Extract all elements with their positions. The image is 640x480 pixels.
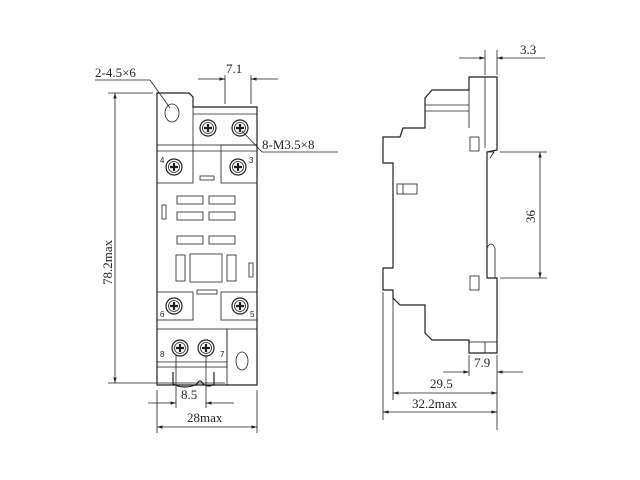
screw-callout: 8-M3.5×8: [262, 137, 314, 152]
height-dim: 78.2max: [100, 239, 115, 285]
side-view: 3.3 36 7.9 29.5 32.2max: [382, 42, 547, 430]
rail-height-dim: 36: [523, 210, 538, 224]
width-dim: 28max: [187, 410, 223, 425]
pitch-bottom-dim: 8.5: [181, 387, 197, 402]
depth-dim: 29.5: [430, 376, 453, 391]
terminal-6: 6: [160, 310, 165, 319]
depth-max-dim: 32.2max: [412, 396, 458, 411]
front-view: 4 3 6 5 8 7 2-4.5×6 8-M3.5×8 7.1 78.2max…: [95, 61, 338, 433]
terminal-8: 8: [160, 350, 165, 359]
terminal-4: 4: [160, 156, 165, 165]
pitch-top-dim: 7.1: [226, 61, 242, 76]
terminal-5: 5: [250, 310, 255, 319]
hole-callout: 2-4.5×6: [95, 65, 136, 80]
rail-lip-dim: 3.3: [520, 42, 536, 57]
mounting-hole-top: [164, 103, 180, 123]
contact-slots: [161, 195, 254, 283]
terminal-3: 3: [249, 156, 254, 165]
foot-dim: 7.9: [474, 355, 490, 370]
mounting-hole-bottom: [235, 351, 249, 371]
terminal-7: 7: [220, 350, 225, 359]
terminal-screws: [164, 118, 250, 358]
